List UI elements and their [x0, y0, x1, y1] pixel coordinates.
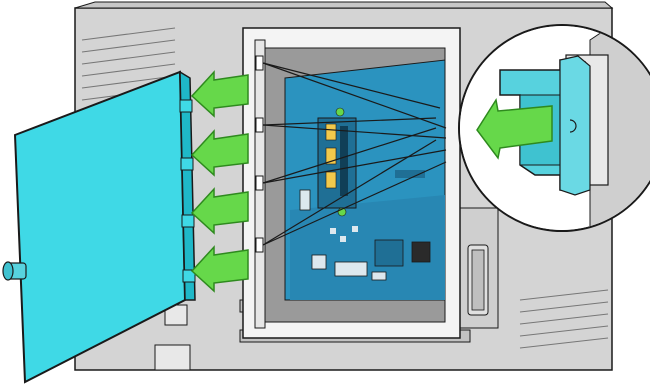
cover-tab-slot: [256, 118, 263, 132]
cover-tab-slot: [256, 176, 263, 190]
cover-tab-slot: [256, 238, 263, 252]
cover-tab-slot: [256, 56, 263, 70]
control-board: [285, 60, 445, 300]
